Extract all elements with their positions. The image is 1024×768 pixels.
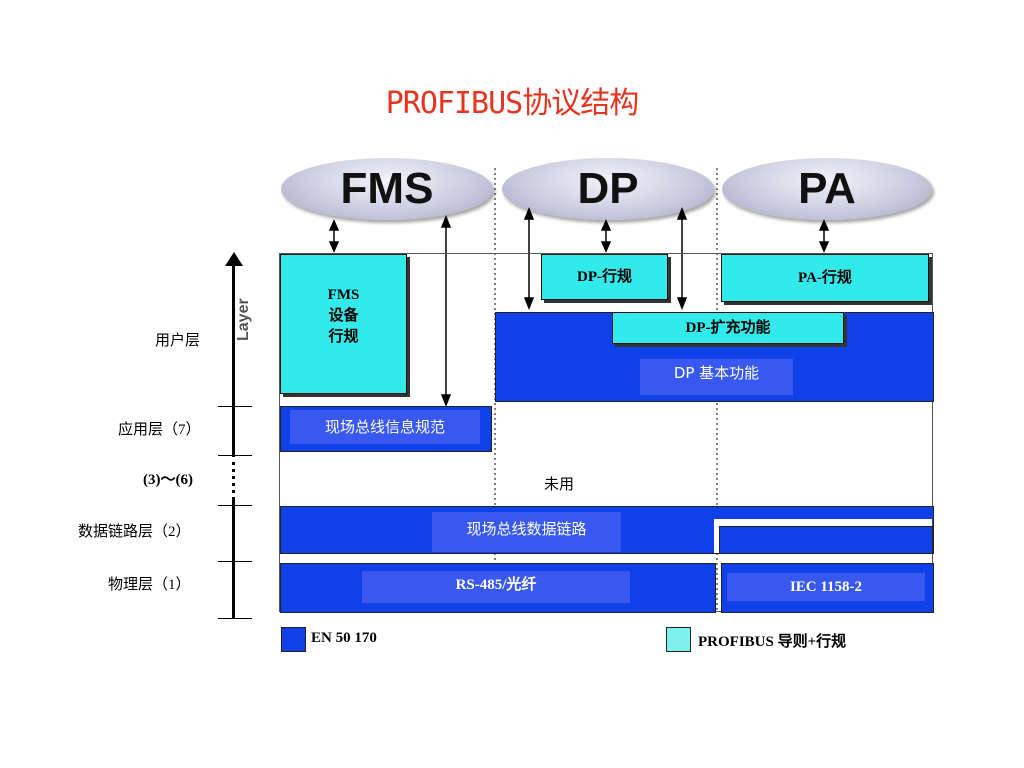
layer-tick-4 <box>218 561 252 562</box>
layer-label-unused-range: (3)～(6) <box>143 472 193 488</box>
layer-label-datalink: 数据链路层（2） <box>78 524 191 540</box>
iec-label: IEC 1158-2 <box>727 573 925 601</box>
layer-label-user: 用户层 <box>155 333 201 349</box>
layer-axis-dots <box>232 462 235 494</box>
dp-profile-box: DP-行规 <box>541 254 668 300</box>
pa-profile-box: PA-行规 <box>721 254 929 302</box>
layer-axis-arrowhead <box>225 252 243 266</box>
fms-ellipse: FMS <box>281 158 493 220</box>
rs485-label: RS-485/光纤 <box>362 571 630 603</box>
layer-axis-label: Layer <box>235 298 252 341</box>
pa-ellipse: PA <box>722 158 932 220</box>
fieldbus-datalink-label: 现场总线数据链路 <box>432 512 621 552</box>
legend-label-en50170: EN 50 170 <box>311 630 377 646</box>
layer-label-application: 应用层（7） <box>118 422 201 438</box>
layer-tick-3 <box>218 505 252 506</box>
legend-swatch-profibus <box>666 627 691 652</box>
layer-tick-2 <box>218 455 252 456</box>
legend-swatch-en50170 <box>281 627 306 652</box>
fms-profile-line3: 行规 <box>328 329 359 345</box>
layer-tick-1 <box>218 406 252 407</box>
dp-basic-box: DP 基本功能 <box>640 359 793 395</box>
fms-profile-line2: 设备 <box>328 308 359 324</box>
unused-label: 未用 <box>544 477 575 493</box>
legend-label-profibus: PROFIBUS 导则+行规 <box>698 634 847 650</box>
fieldbus-message-label: 现场总线信息规范 <box>290 410 480 444</box>
layer-label-physical: 物理层（1） <box>108 577 191 593</box>
datalink-pa-block <box>719 526 933 554</box>
dp-extended-box: DP-扩充功能 <box>612 312 844 344</box>
fms-profile-box: FMS 设备 行规 <box>280 254 407 394</box>
page-title: PROFIBUS协议结构 <box>385 86 640 121</box>
dp-ellipse: DP <box>502 158 714 220</box>
layer-axis-line <box>232 262 235 619</box>
fms-profile-line1: FMS <box>327 287 360 303</box>
layer-tick-5 <box>218 618 252 619</box>
